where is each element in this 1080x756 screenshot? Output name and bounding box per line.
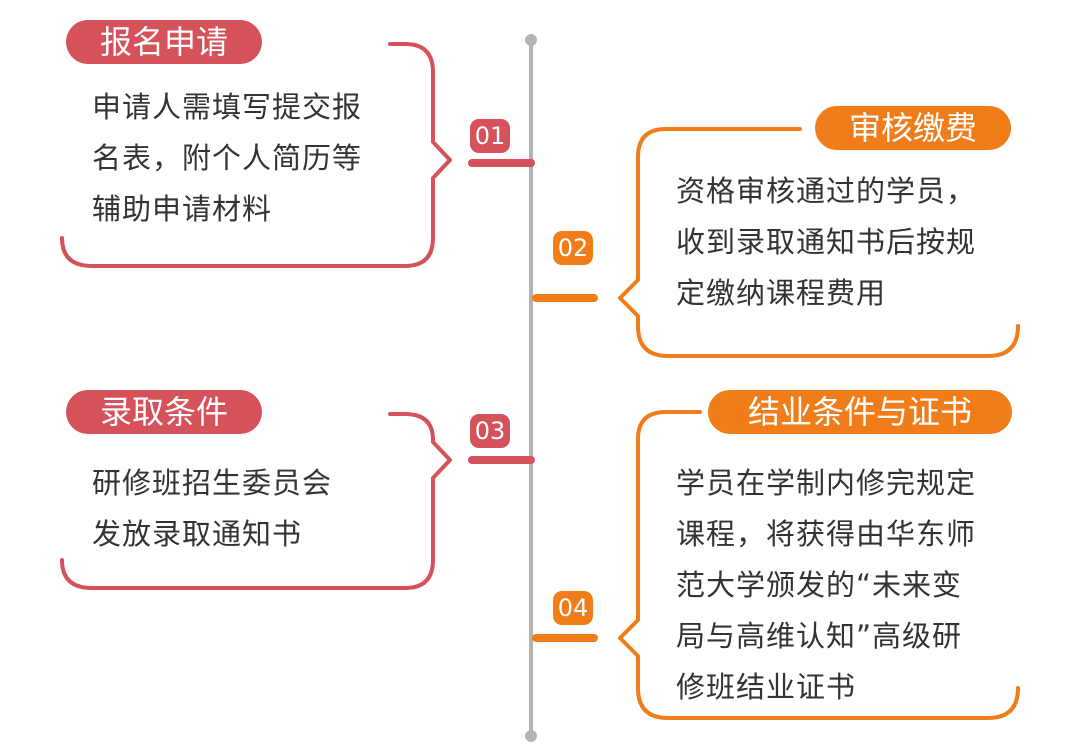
step-04-line: 范大学颁发的“未来变 [676, 568, 963, 602]
step-03-line: 发放录取通知书 [92, 517, 303, 551]
axis-bottom-dot [525, 730, 537, 742]
step-01-line: 申请人需填写提交报 [92, 90, 363, 124]
step-03-line: 研修班招生委员会 [92, 466, 333, 500]
step-04-title: 结业条件与证书 [708, 390, 1012, 434]
step-01-title: 报名申请 [66, 20, 262, 64]
axis-top-dot [525, 34, 537, 46]
bracket-step-04 [618, 410, 1020, 720]
bracket-step-02 [618, 127, 1020, 358]
step-04-number: 04 [553, 591, 593, 625]
step-01-line: 辅助申请材料 [92, 192, 273, 226]
step-03-description: 研修班招生委员会 发放录取通知书 [92, 458, 332, 560]
bracket-step-03 [60, 412, 452, 590]
bracket-step-01 [60, 42, 452, 268]
step-02-number: 02 [553, 231, 593, 265]
step-02-line: 收到录取通知书后按规 [676, 225, 977, 259]
step-02-line: 资格审核通过的学员， [676, 174, 977, 208]
step-04-line: 课程，将获得由华东师 [676, 517, 977, 551]
step-03-title: 录取条件 [66, 390, 262, 434]
step-01-number: 01 [470, 119, 510, 153]
step-04-line: 修班结业证书 [676, 670, 857, 704]
step-04-line: 学员在学制内修完规定 [676, 466, 977, 500]
step-04-description: 学员在学制内修完规定 课程，将获得由华东师 范大学颁发的“未来变 局与高维认知”… [676, 458, 976, 713]
step-02-description: 资格审核通过的学员， 收到录取通知书后按规 定缴纳课程费用 [676, 166, 976, 319]
step-02-line: 定缴纳课程费用 [676, 276, 887, 310]
step-02-title: 审核缴费 [815, 106, 1011, 150]
step-01-description: 申请人需填写提交报 名表，附个人简历等 辅助申请材料 [92, 82, 362, 235]
step-01-line: 名表，附个人简历等 [92, 141, 363, 175]
step-04-line: 局与高维认知”高级研 [676, 619, 963, 653]
step-03-number: 03 [470, 414, 510, 448]
